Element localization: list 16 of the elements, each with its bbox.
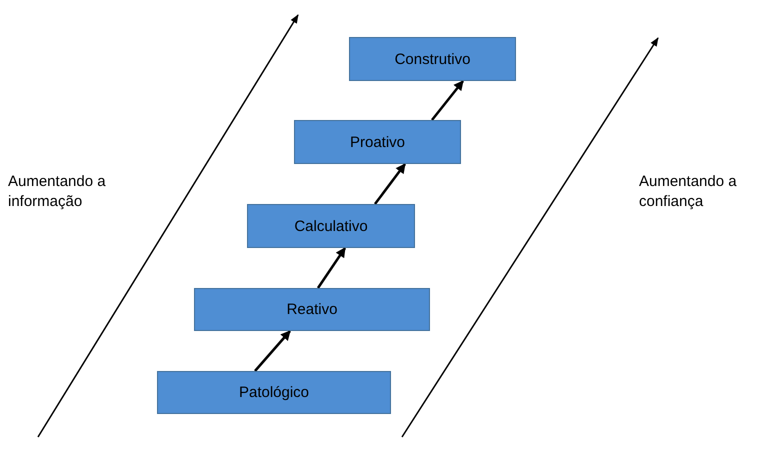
arrow (316, 247, 346, 289)
process-box (349, 37, 516, 81)
process-box (294, 120, 461, 164)
axis-label: Aumentando a confiança (639, 172, 738, 212)
arrow (254, 330, 291, 372)
box-label: Reativo (286, 301, 338, 318)
process-box (247, 204, 415, 248)
box-label: Calculativo (294, 218, 368, 234)
box-label: Patológico (238, 384, 310, 401)
arrow (374, 163, 406, 205)
axis-label: Aumentando a informação (8, 172, 107, 212)
process-box (157, 371, 391, 414)
box-label: Construtivo (394, 50, 470, 68)
box-label: Proativo (350, 134, 406, 150)
process-box (194, 288, 430, 331)
arrow (431, 80, 464, 121)
